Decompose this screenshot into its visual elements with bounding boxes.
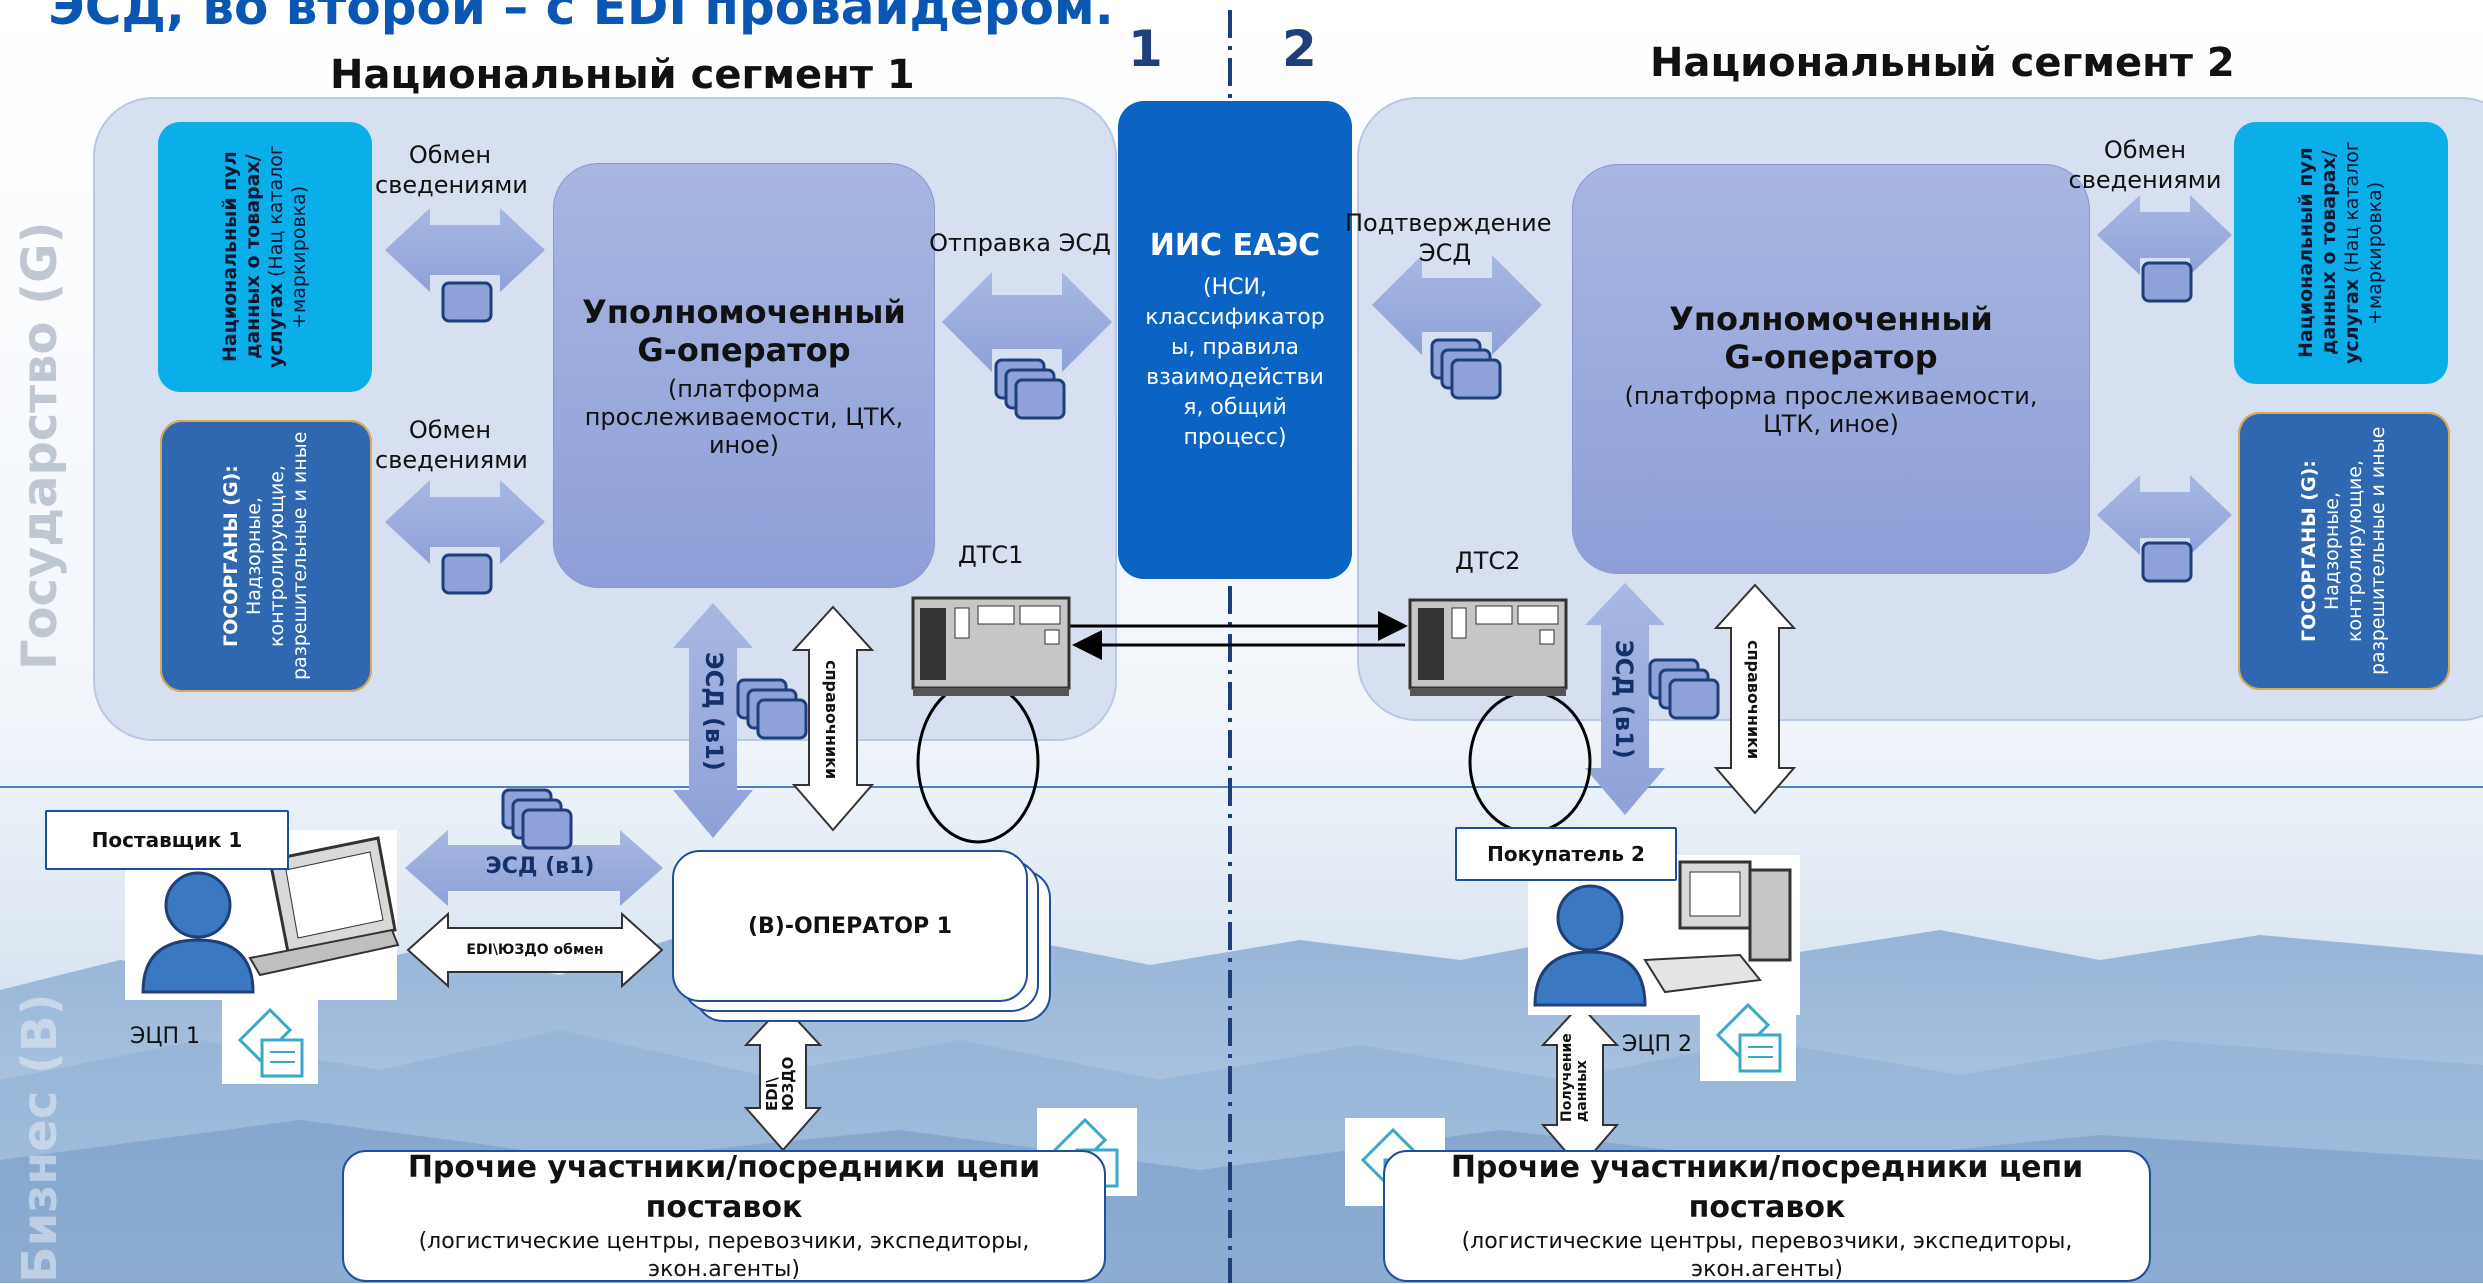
b-operator-box: (В)-ОПЕРАТОР 1 — [672, 850, 1028, 1002]
iis-box: ИИС ЕАЭС (НСИ, классификатор ы, правила … — [1118, 101, 1352, 579]
usb-signature-icon — [222, 1000, 318, 1084]
segment2-reference-arrow — [1713, 583, 1797, 815]
segment2-exchange-arrow-bottom — [2097, 475, 2232, 555]
segment1-title: Национальный сегмент 1 — [330, 52, 915, 98]
dts1-device-icon — [911, 596, 1071, 696]
supplier-label-box: Поставщик 1 — [45, 810, 289, 870]
others2-box: Прочие участники/посредники цепи поставо… — [1383, 1150, 2151, 1282]
dts1-label: ДТС1 — [958, 541, 1024, 569]
others2-desc: (логистические центры, перевозчики, эксп… — [1461, 1229, 2073, 1282]
segment2-title: Национальный сегмент 2 — [1650, 40, 2235, 86]
document-icon — [441, 553, 493, 595]
others2-title: Прочие участники/посредники цепи поставо… — [1450, 1150, 2084, 1225]
segment1-send-arrow — [942, 272, 1112, 372]
segment1-pool-box: Национальный пул данных о товарах/услуга… — [158, 122, 372, 392]
document-stack-icon — [994, 358, 1066, 420]
segment2-pool-box: Национальный пул данных о товарах/услуга… — [2234, 122, 2448, 384]
document-icon — [2141, 541, 2193, 583]
segment1-operator: Уполномоченный G-оператор (платформа про… — [553, 163, 935, 588]
others1-box: Прочие участники/посредники цепи поставо… — [342, 1150, 1106, 1282]
business-esd-label: ЭСД (в1) — [485, 853, 595, 879]
document-icon — [441, 281, 493, 323]
divider-number-2: 2 — [1282, 20, 1317, 78]
business-edi-label: EDI\ЮЗДО обмен — [466, 942, 604, 958]
iis-desc: (НСИ, классификатор ы, правила взаимодей… — [1145, 274, 1325, 450]
segment2-exchange-arrow-top — [2097, 195, 2232, 275]
segment1-operator-title1: Уполномоченный — [582, 292, 906, 331]
dts2-label: ДТС2 — [1455, 547, 1521, 575]
segment2-esd-vertical-arrow — [1585, 583, 1665, 815]
document-stack-icon — [1648, 658, 1720, 720]
document-stack-icon — [1430, 338, 1502, 400]
segment1-esd-vertical-arrow — [673, 603, 753, 838]
segment1-reference-label: справочники — [822, 660, 841, 780]
document-stack-icon — [736, 678, 808, 740]
segment2-esd-vertical-label: ЭСД (в1) — [1610, 640, 1638, 759]
segment2-confirm-arrow — [1372, 255, 1542, 355]
segment2-operator: Уполномоченный G-оператор (платформа про… — [1572, 164, 2090, 574]
edi-vertical-label: EDI\ ЮЗДО — [763, 1056, 797, 1111]
segment2-reference-label: справочники — [1744, 640, 1763, 760]
receive-vertical-label: Получение данных — [1559, 1033, 1590, 1122]
segment2-operator-desc: (платформа прослеживаемости, ЦТК, иное) — [1624, 382, 2038, 438]
segment2-operator-title2: G-оператор — [1724, 338, 1938, 376]
laptop-icon — [248, 836, 400, 977]
segment2-confirm-label: Подтверждение ЭСД — [1345, 209, 1552, 267]
dts2-loop — [1468, 690, 1592, 834]
dts1-loop — [916, 680, 1040, 844]
others1-desc: (логистические центры, перевозчики, эксп… — [418, 1229, 1030, 1282]
business-edi-arrow — [406, 911, 664, 989]
segment1-esd-vertical-label: ЭСД (в1) — [700, 652, 728, 771]
segment1-send-label: Отправка ЭСД — [929, 229, 1111, 257]
dts2-device-icon — [1408, 598, 1568, 696]
ecp1-label: ЭЦП 1 — [130, 1024, 200, 1049]
segment1-exchange-bottom-label: Обмен сведениями — [375, 416, 528, 474]
segment1-reference-arrow — [791, 605, 875, 832]
segment1-operator-title2: G-оператор — [637, 330, 851, 369]
segment1-exchange-arrow-top — [385, 208, 545, 292]
document-stack-icon — [501, 788, 573, 850]
segment1-exchange-top-label: Обмен сведениями — [375, 141, 528, 199]
divider-number-1: 1 — [1128, 20, 1163, 78]
others1-title: Прочие участники/посредники цепи поставо… — [407, 1150, 1041, 1225]
iis-title: ИИС ЕАЭС — [1149, 227, 1321, 263]
buyer-label-box: Покупатель 2 — [1455, 827, 1677, 881]
desktop-computer-icon — [1643, 860, 1792, 994]
segment1-operator-desc: (платформа прослеживаемости, ЦТК, иное) — [584, 374, 904, 459]
ecp2-label: ЭЦП 2 — [1622, 1032, 1692, 1057]
document-icon — [2141, 261, 2193, 303]
usb-signature-icon — [1700, 993, 1796, 1081]
segment2-operator-title1: Уполномоченный — [1669, 300, 1993, 338]
segment1-gov-box: ГОСОРГАНЫ (G): Надзорные, контролирующие… — [160, 420, 372, 692]
header-text: ЭСД, во второй – с EDI провайдером. — [48, 0, 1114, 36]
segment2-gov-box: ГОСОРГАНЫ (G): Надзорные, контролирующие… — [2238, 412, 2450, 690]
business-esd-arrow — [405, 830, 663, 906]
segment1-exchange-arrow-bottom — [385, 480, 545, 564]
segment2-exchange-top-label: Обмен сведениями — [2068, 136, 2222, 194]
